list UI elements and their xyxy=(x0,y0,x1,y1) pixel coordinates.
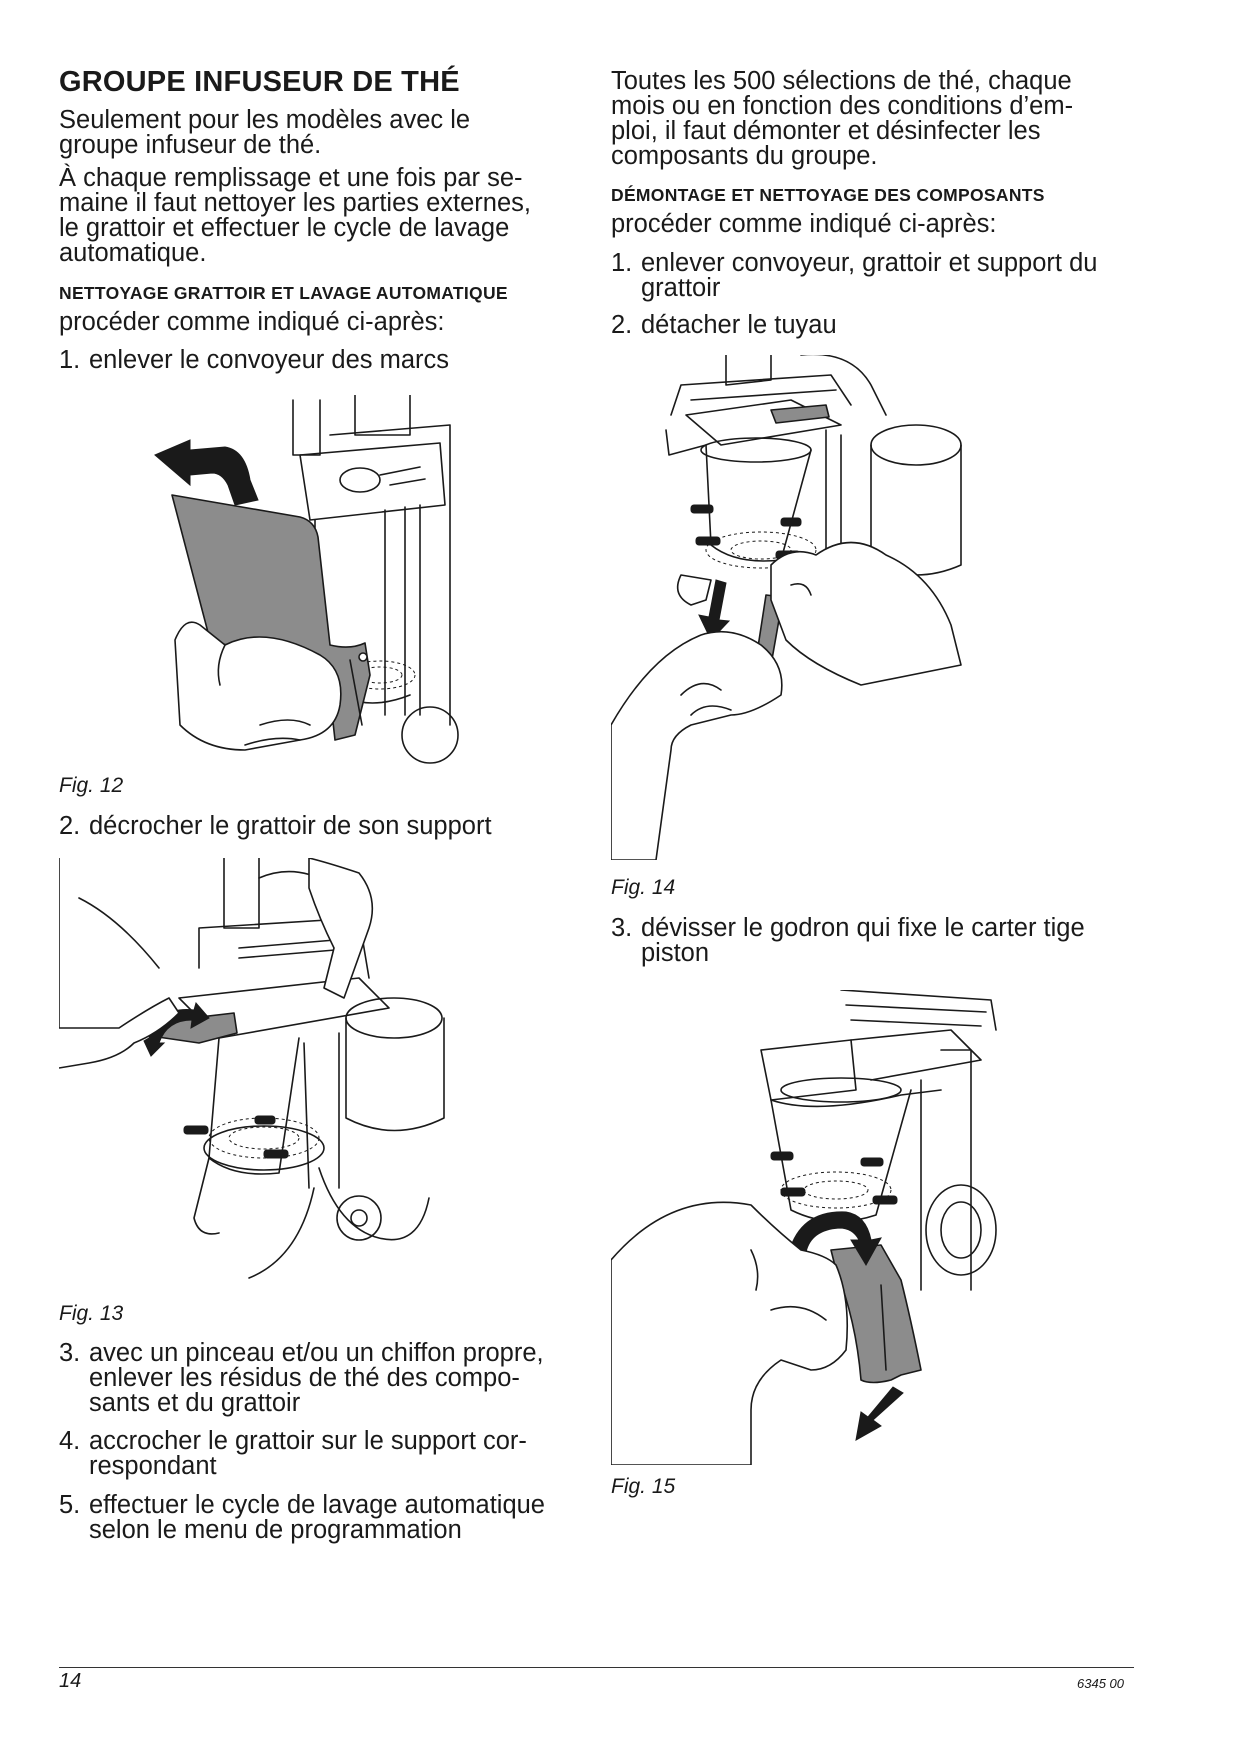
step-line: dévisser le godron qui fixe le carter ti… xyxy=(641,914,1085,942)
step-line: piston xyxy=(641,939,710,967)
step-text: détacher le tuyau xyxy=(641,311,837,339)
step-number: 3. xyxy=(611,914,633,942)
step-number: 2. xyxy=(59,812,81,840)
maintenance-line: ploi, il faut démonter et désinfecter le… xyxy=(611,117,1041,145)
step-number: 1. xyxy=(59,346,81,374)
weekly-paragraph: À chaque remplissage et une fois par se-… xyxy=(59,164,531,267)
weekly-line: automatique. xyxy=(59,239,207,267)
step-text: avec un pinceau et/ou un chiffon propre,… xyxy=(89,1339,579,1417)
figure-14-illustration xyxy=(611,355,962,860)
intro-line: Seulement pour les modèles avec le xyxy=(59,106,471,134)
step-1: 1. enlever le convoyeur des marcs xyxy=(59,346,579,374)
page-number: 14 xyxy=(59,1670,82,1692)
step-number: 5. xyxy=(59,1491,81,1519)
step-line: grattoir xyxy=(641,274,721,302)
maintenance-line: mois ou en fonction des conditions d’em- xyxy=(611,92,1074,120)
step-number: 3. xyxy=(59,1339,81,1367)
step-text: enlever le convoyeur des marcs xyxy=(89,346,450,374)
step-number: 1. xyxy=(611,249,633,277)
step-text: enlever convoyeur, grattoir et support d… xyxy=(641,249,1151,302)
intro-line: groupe infuseur de thé. xyxy=(59,131,322,159)
step-2: 2. détacher le tuyau xyxy=(611,311,1151,339)
step-5: 5. effectuer le cycle de lavage automati… xyxy=(59,1491,579,1544)
step-text: décrocher le grattoir de son support xyxy=(89,812,492,840)
section-heading-cleaning: NETTOYAGE GRATTOIR ET LAVAGE AUTOMATIQUE xyxy=(59,283,508,303)
document-code: 6345 00 xyxy=(1077,1676,1124,1691)
step-text: effectuer le cycle de lavage automatique… xyxy=(89,1491,579,1544)
figure-13-illustration xyxy=(59,858,445,1279)
step-line: avec un pinceau et/ou un chiffon propre, xyxy=(89,1339,544,1367)
weekly-line: À chaque remplissage et une fois par se- xyxy=(59,164,523,192)
maintenance-line: Toutes les 500 sélections de thé, chaque xyxy=(611,67,1072,95)
intro-paragraph: Seulement pour les modèles avec le group… xyxy=(59,106,471,159)
fig12-caption: Fig. 12 xyxy=(59,774,124,797)
step-2: 2. décrocher le grattoir de son support xyxy=(59,812,579,840)
weekly-line: maine il faut nettoyer les parties exter… xyxy=(59,189,531,217)
step-line: enlever les résidus de thé des compo- xyxy=(89,1364,520,1392)
weekly-line: le grattoir et effectuer le cycle de lav… xyxy=(59,214,510,242)
step-3: 3. avec un pinceau et/ou un chiffon prop… xyxy=(59,1339,579,1417)
procedure-text: procéder comme indiqué ci-après: xyxy=(59,308,445,336)
step-line: effectuer le cycle de lavage automatique xyxy=(89,1491,545,1519)
section-heading-disassembly: DÉMONTAGE ET NETTOYAGE DES COMPOSANTS xyxy=(611,185,1045,205)
step-number: 2. xyxy=(611,311,633,339)
figure-12-illustration xyxy=(154,395,459,764)
maintenance-paragraph: Toutes les 500 sélections de thé, chaque… xyxy=(611,67,1074,170)
page-title: GROUPE INFUSEUR DE THÉ xyxy=(59,66,460,98)
step-4: 4. accrocher le grattoir sur le support … xyxy=(59,1427,579,1480)
fig14-caption: Fig. 14 xyxy=(611,876,676,899)
footer-rule xyxy=(59,1667,1134,1668)
step-number: 4. xyxy=(59,1427,81,1455)
step-line: selon le menu de programmation xyxy=(89,1516,462,1544)
step-3: 3. dévisser le godron qui fixe le carter… xyxy=(611,914,1151,967)
step-1: 1. enlever convoyeur, grattoir et suppor… xyxy=(611,249,1151,302)
step-line: respondant xyxy=(89,1452,217,1480)
fig15-caption: Fig. 15 xyxy=(611,1475,676,1498)
step-text: accrocher le grattoir sur le support cor… xyxy=(89,1427,579,1480)
figure-15-illustration xyxy=(611,990,997,1465)
step-line: accrocher le grattoir sur le support cor… xyxy=(89,1427,527,1455)
step-text: dévisser le godron qui fixe le carter ti… xyxy=(641,914,1151,967)
fig13-caption: Fig. 13 xyxy=(59,1302,124,1325)
maintenance-line: composants du groupe. xyxy=(611,142,878,170)
procedure-text: procéder comme indiqué ci-après: xyxy=(611,210,997,238)
step-line: enlever convoyeur, grattoir et support d… xyxy=(641,249,1098,277)
step-line: sants et du grattoir xyxy=(89,1389,301,1417)
